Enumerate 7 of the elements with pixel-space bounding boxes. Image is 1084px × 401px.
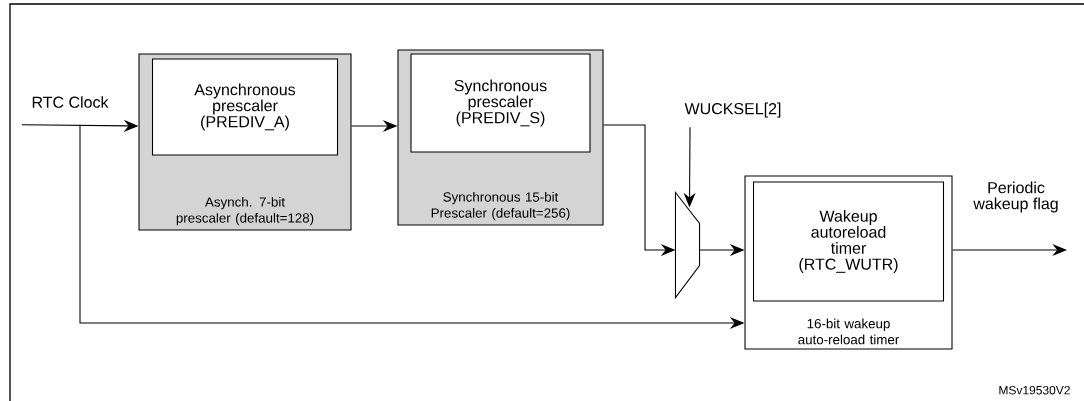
figure-id: MSv19530V2: [999, 385, 1070, 395]
signal-label: WUCKSEL[2]: [684, 102, 781, 118]
register-box: Asynchronous prescaler (PREDIV_A): [151, 58, 339, 156]
signal-label: RTC Clock: [32, 96, 109, 108]
edge-label: Periodic wakeup flag: [973, 181, 1058, 213]
register-box: Synchronous prescaler (PREDIV_S): [410, 53, 591, 153]
register-box: Wakeup autoreload timer (RTC_WUTR): [752, 181, 945, 302]
